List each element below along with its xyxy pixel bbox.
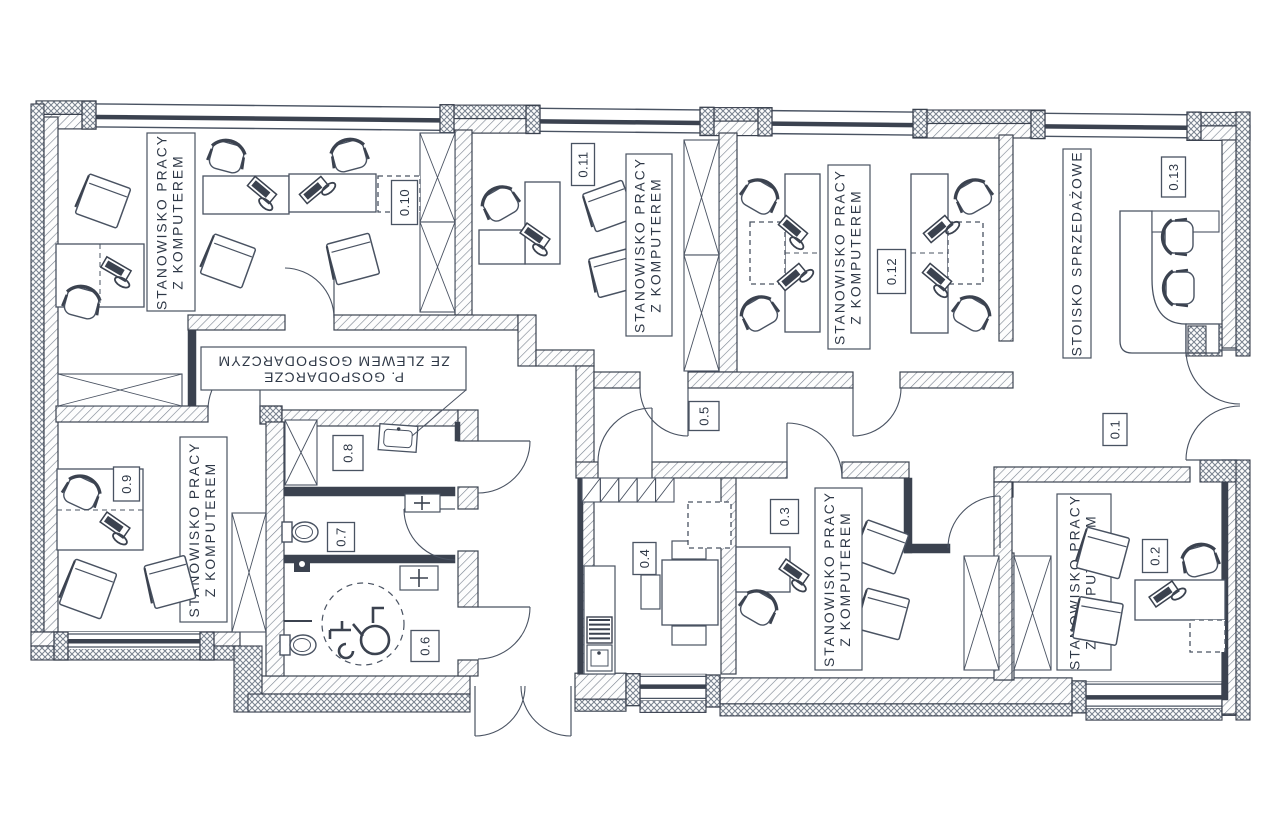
svg-text:STANOWISKO PRACY: STANOWISKO PRACY	[1068, 494, 1083, 670]
svg-text:STANOWISKO PRACY: STANOWISKO PRACY	[155, 134, 170, 310]
svg-text:STANOWISKO PRACY: STANOWISKO PRACY	[187, 442, 202, 618]
svg-text:0.6: 0.6	[418, 636, 433, 656]
svg-text:0.10: 0.10	[397, 189, 412, 216]
svg-text:Z KOMPUTEREM: Z KOMPUTEREM	[849, 189, 864, 324]
svg-text:0.8: 0.8	[341, 443, 356, 463]
svg-text:0.2: 0.2	[1148, 546, 1163, 566]
svg-text:0.12: 0.12	[884, 258, 899, 285]
svg-text:0.3: 0.3	[777, 507, 792, 527]
svg-text:0.4: 0.4	[637, 549, 652, 569]
svg-text:STANOWISKO PRACY: STANOWISKO PRACY	[822, 491, 837, 667]
svg-text:0.13: 0.13	[1166, 163, 1181, 190]
svg-text:STOISKO SPRZEDAŻOWE: STOISKO SPRZEDAŻOWE	[1068, 151, 1085, 357]
svg-text:P. GOSPODARCZE: P. GOSPODARCZE	[263, 370, 404, 386]
svg-text:0.1: 0.1	[1108, 420, 1123, 440]
svg-text:ZE ZLEWEM GOSPODARCZYM: ZE ZLEWEM GOSPODARCZYM	[217, 354, 450, 370]
svg-text:0.7: 0.7	[334, 527, 349, 547]
svg-text:0.9: 0.9	[119, 474, 134, 494]
svg-text:Z KOMPUTEREM: Z KOMPUTEREM	[171, 154, 186, 289]
svg-text:Z KOMPUTEREM: Z KOMPUTEREM	[838, 511, 853, 646]
svg-text:STANOWISKO PRACY: STANOWISKO PRACY	[633, 157, 648, 333]
svg-text:Z KOMPUTEREM: Z KOMPUTEREM	[203, 462, 218, 597]
svg-text:0.5: 0.5	[697, 406, 712, 426]
svg-text:STANOWISKO PRACY: STANOWISKO PRACY	[833, 169, 848, 345]
svg-text:0.11: 0.11	[576, 151, 591, 177]
svg-text:Z KOMPUTEREM: Z KOMPUTEREM	[649, 177, 664, 312]
